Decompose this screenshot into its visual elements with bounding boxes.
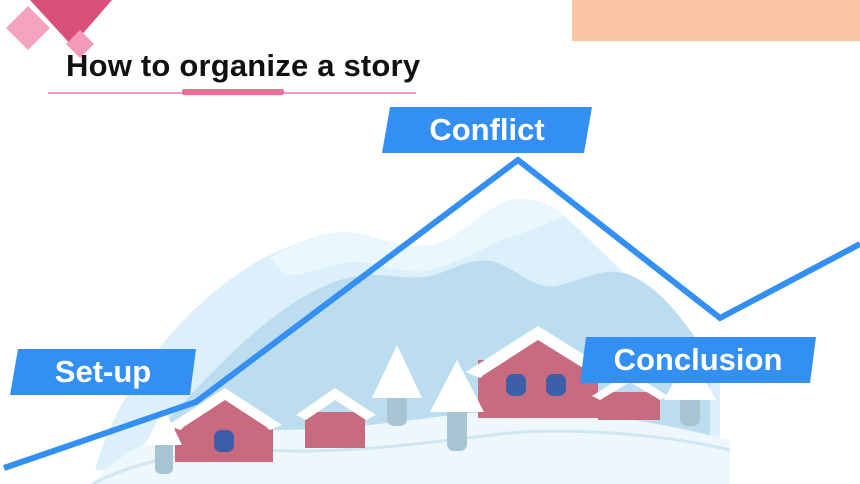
- story-arc-line: [3, 156, 860, 471]
- house-left: [168, 388, 282, 462]
- setup-label-text: Set-up: [54, 354, 152, 389]
- setup-label-bg: [10, 349, 196, 395]
- conflict-label-bg: [382, 107, 592, 153]
- tree-2: [372, 345, 422, 426]
- conclusion-label-text: Conclusion: [613, 342, 783, 377]
- conflict-label: Conflict: [382, 107, 592, 153]
- setup-label: Set-up: [10, 349, 196, 395]
- tree-1: [145, 408, 182, 474]
- peach-banner: [572, 0, 860, 41]
- snow-ground: [92, 410, 730, 484]
- back-mountain-snow: [270, 198, 565, 276]
- conclusion-label-bg: [580, 337, 816, 383]
- title-underline-accent: [182, 89, 284, 95]
- tree-3: [430, 360, 484, 451]
- slide-title: How to organize a story: [66, 48, 421, 83]
- corner-decoration: [6, 0, 112, 58]
- conclusion-label: Conclusion: [580, 337, 816, 383]
- house-middle: [296, 388, 376, 448]
- house-right: [466, 326, 668, 420]
- conflict-label-text: Conflict: [429, 112, 545, 147]
